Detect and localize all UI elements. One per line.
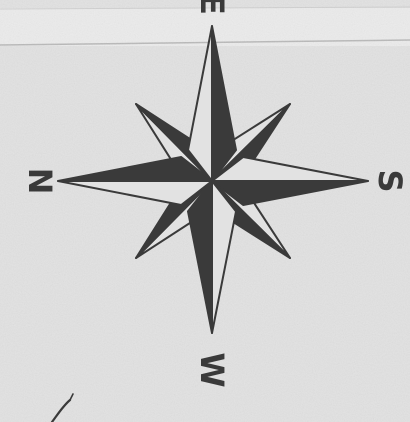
east-point [187, 25, 237, 182]
compass-star [57, 25, 369, 334]
pen-mark [50, 398, 72, 422]
southeast-point [211, 103, 291, 182]
north-label: N [21, 168, 59, 195]
south-label: S [371, 169, 409, 192]
pen-mark-tick [69, 393, 74, 401]
west-label: W [193, 352, 231, 387]
west-point-dark-half [187, 180, 213, 334]
south-point [211, 156, 369, 206]
south-point-dark-half [211, 180, 369, 206]
east-label: E [193, 0, 231, 15]
northwest-point [135, 180, 213, 259]
north-point-dark-half [57, 156, 213, 182]
east-point-dark-half [211, 25, 237, 182]
west-point [187, 180, 237, 334]
north-point [57, 156, 213, 206]
